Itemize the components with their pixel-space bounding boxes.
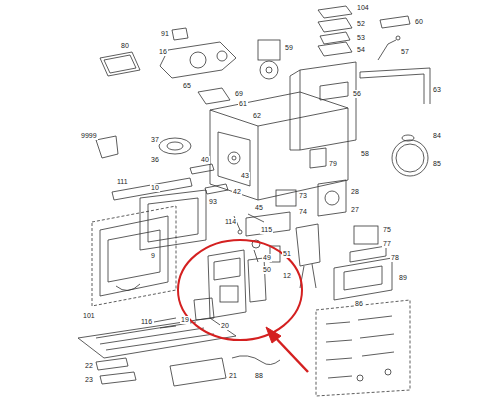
callout-number: 16 xyxy=(158,48,168,56)
callout-number: 84 xyxy=(432,132,442,140)
callout-number: 115 xyxy=(260,226,273,234)
callout-number: 79 xyxy=(328,160,338,168)
callout-number: 69 xyxy=(234,90,244,98)
callout-number: 85 xyxy=(432,160,442,168)
callout-number: 28 xyxy=(350,188,360,196)
callout-number: 91 xyxy=(160,30,170,38)
callout-number: 52 xyxy=(356,20,366,28)
callout-number: 62 xyxy=(252,112,262,120)
callout-number: 50 xyxy=(262,266,272,274)
callout-number: 12 xyxy=(282,272,292,280)
callout-number: 23 xyxy=(84,376,94,384)
callout-number: 21 xyxy=(228,372,238,380)
callout-number: 49 xyxy=(262,254,272,262)
callout-number: 89 xyxy=(398,274,408,282)
callout-number: 45 xyxy=(254,204,264,212)
callout-number: 86 xyxy=(354,300,364,308)
callout-number: 36 xyxy=(150,156,160,164)
callout-number: 9999 xyxy=(80,132,98,140)
callout-number: 104 xyxy=(356,4,370,12)
callout-number: 42 xyxy=(232,188,242,196)
callout-number: 114 xyxy=(224,218,237,226)
callout-number: 58 xyxy=(360,150,370,158)
callout-number: 78 xyxy=(390,254,400,262)
callout-number: 56 xyxy=(352,90,362,98)
callout-number: 111 xyxy=(116,178,129,186)
callout-number: 57 xyxy=(400,48,410,56)
callout-number: 61 xyxy=(238,100,248,108)
callout-number: 93 xyxy=(208,198,218,206)
callout-number: 27 xyxy=(350,206,360,214)
callout-number: 101 xyxy=(82,312,96,320)
callout-number: 40 xyxy=(200,156,210,164)
callout-number: 54 xyxy=(356,46,366,54)
callout-number: 20 xyxy=(220,322,230,330)
callout-number: 63 xyxy=(432,86,442,94)
callout-number: 37 xyxy=(150,136,160,144)
callout-number: 77 xyxy=(382,240,392,248)
callout-number: 75 xyxy=(382,226,392,234)
callout-number: 19 xyxy=(180,316,190,324)
callout-number: 22 xyxy=(84,362,94,370)
callout-number: 80 xyxy=(120,42,130,50)
callout-number: 74 xyxy=(298,208,308,216)
callout-number: 53 xyxy=(356,34,366,42)
callout-number: 43 xyxy=(240,172,250,180)
callout-number: 73 xyxy=(298,192,308,200)
callout-number: 59 xyxy=(284,44,294,52)
callout-number: 10 xyxy=(150,184,160,192)
callout-number: 51 xyxy=(282,250,292,258)
callout-number: 60 xyxy=(414,18,424,26)
callout-number: 65 xyxy=(182,82,192,90)
callout-number: 9 xyxy=(150,252,156,260)
callout-number: 116 xyxy=(140,318,153,326)
callout-number: 88 xyxy=(254,372,264,380)
